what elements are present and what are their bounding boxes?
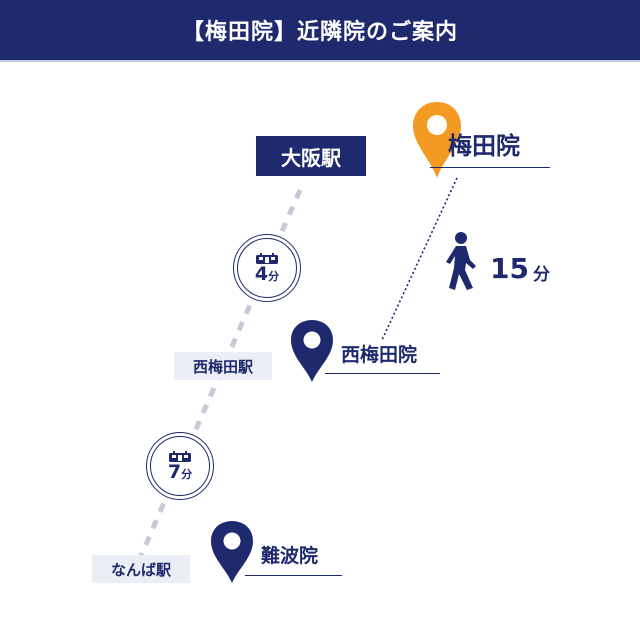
- station-name: なんば駅: [110, 560, 171, 579]
- walking-time: 15 分: [490, 252, 550, 285]
- train-minutes: 4: [254, 262, 269, 285]
- clinic-namba: 難波院: [245, 541, 342, 576]
- train-minutes: 7: [167, 460, 182, 483]
- walk-minutes: 15: [490, 252, 529, 285]
- location-pin-icon: [291, 320, 333, 382]
- location-pin-icon: [211, 521, 253, 583]
- clinic-nishi-umeda: 西梅田院: [325, 340, 440, 374]
- minutes-unit: 分: [532, 265, 550, 285]
- station-name: 西梅田駅: [192, 357, 253, 376]
- walking-person-icon: [446, 232, 476, 290]
- page-title: 【梅田院】近隣院のご案内: [181, 20, 458, 45]
- location-pin-icon: [413, 102, 461, 178]
- minutes-unit: 分: [268, 269, 280, 283]
- clinic-name: 難波院: [261, 545, 319, 567]
- clinic-umeda: 梅田院: [430, 126, 550, 168]
- train-time-badge: 4分: [233, 234, 301, 302]
- station-namba: なんば駅: [92, 555, 190, 583]
- train-icon: [256, 252, 278, 264]
- station-osaka: 大阪駅: [256, 136, 366, 176]
- train-icon: [169, 450, 191, 462]
- train-time-badge: 7分: [146, 432, 214, 500]
- station-nishi-umeda: 西梅田駅: [174, 352, 272, 380]
- walking-route-line: [381, 177, 458, 341]
- page-header: 【梅田院】近隣院のご案内: [0, 0, 640, 62]
- station-name: 大阪駅: [281, 145, 341, 170]
- clinic-name: 西梅田院: [341, 344, 418, 366]
- clinic-name: 梅田院: [448, 132, 520, 160]
- minutes-unit: 分: [181, 467, 193, 481]
